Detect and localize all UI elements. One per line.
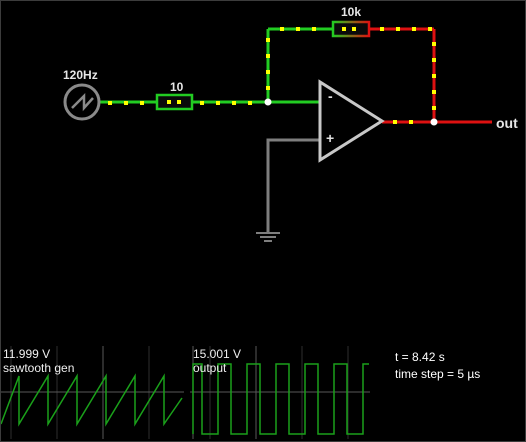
square-trace xyxy=(192,363,369,435)
output-label: out xyxy=(496,115,518,131)
input-wire xyxy=(99,27,333,104)
input-resistor-label: 10 xyxy=(170,80,184,94)
junction-posts[interactable] xyxy=(264,98,438,126)
sawtooth-trace xyxy=(1,373,183,427)
feedback-resistor[interactable] xyxy=(331,20,371,38)
source-frequency-label: 120Hz xyxy=(63,68,98,82)
scope-output[interactable] xyxy=(190,346,370,439)
output-wire xyxy=(369,27,492,124)
simulation-time-step: time step = 5 µs xyxy=(395,367,481,381)
current-dots xyxy=(108,27,436,124)
scope-output-labels: 15.001 V output xyxy=(193,347,241,375)
feedback-resistor-label: 10k xyxy=(341,5,362,19)
simulation-time: t = 8.42 s xyxy=(395,350,445,364)
ac-source[interactable] xyxy=(63,83,101,121)
scope-output-voltage: 15.001 V xyxy=(193,347,242,361)
ground-wire xyxy=(256,138,320,242)
scope-sawtooth-voltage: 11.999 V xyxy=(3,347,51,361)
input-resistor[interactable] xyxy=(155,93,194,111)
scope-sawtooth-labels: 11.999 V sawtooth gen xyxy=(3,347,74,375)
opamp-noninverting-sign: + xyxy=(326,130,335,146)
opamp-inverting-sign: - xyxy=(328,88,333,104)
scope-sawtooth[interactable] xyxy=(1,346,184,439)
simulation-info: t = 8.42 s time step = 5 µs xyxy=(395,349,480,383)
op-amp[interactable] xyxy=(318,79,385,163)
scope-output-name: output xyxy=(193,361,227,375)
scope-sawtooth-name: sawtooth gen xyxy=(3,361,75,375)
